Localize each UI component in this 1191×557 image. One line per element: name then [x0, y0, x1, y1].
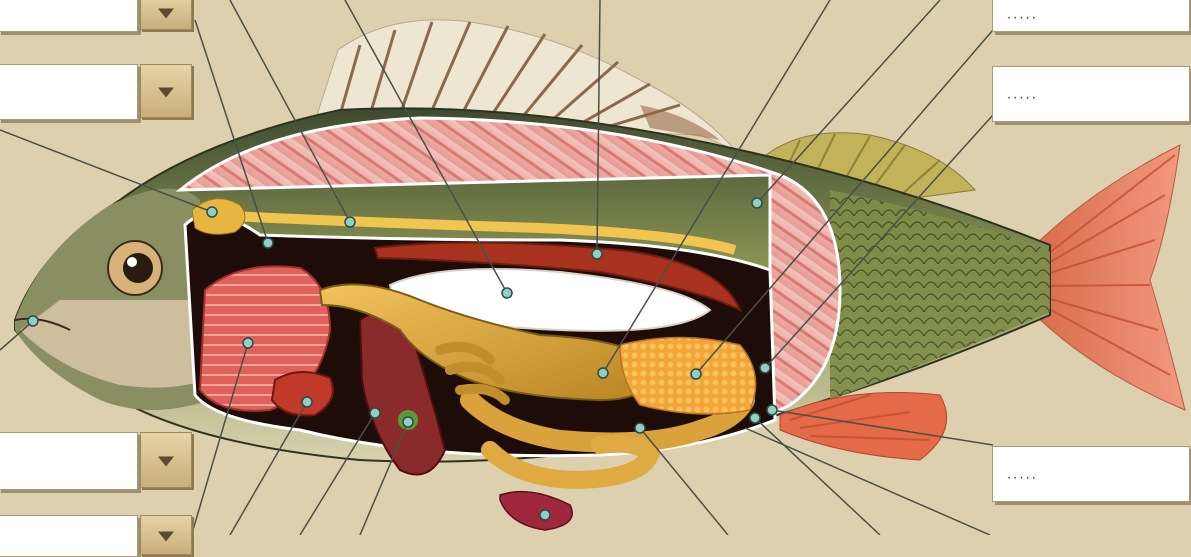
label-field-2[interactable]: ..... — [992, 66, 1190, 122]
dropdown-3-button[interactable] — [140, 432, 192, 488]
chevron-down-icon — [158, 88, 174, 98]
dropdown-4-button[interactable] — [140, 515, 192, 555]
brain — [192, 199, 245, 235]
dropdown-2-button[interactable] — [140, 64, 192, 118]
label-dropdown-1[interactable] — [0, 0, 138, 32]
chevron-down-icon — [158, 457, 174, 467]
caudal-fin — [1030, 145, 1185, 410]
gonad — [620, 338, 756, 415]
label-field-3[interactable]: ..... — [992, 446, 1190, 502]
label-field-2-value: ..... — [1007, 86, 1038, 103]
label-field-1-value: ..... — [1007, 6, 1038, 23]
label-field-3-value: ..... — [1007, 466, 1038, 483]
label-field-1[interactable]: ..... — [992, 0, 1190, 32]
label-dropdown-4[interactable] — [0, 515, 138, 557]
fish-head — [15, 189, 210, 410]
label-dropdown-3[interactable] — [0, 432, 138, 490]
label-dropdown-2[interactable] — [0, 64, 138, 120]
chevron-down-icon — [158, 9, 174, 19]
scales-region — [830, 190, 1050, 400]
chevron-down-icon — [158, 532, 174, 542]
spleen — [500, 492, 572, 530]
dropdown-1-button[interactable] — [140, 0, 192, 30]
